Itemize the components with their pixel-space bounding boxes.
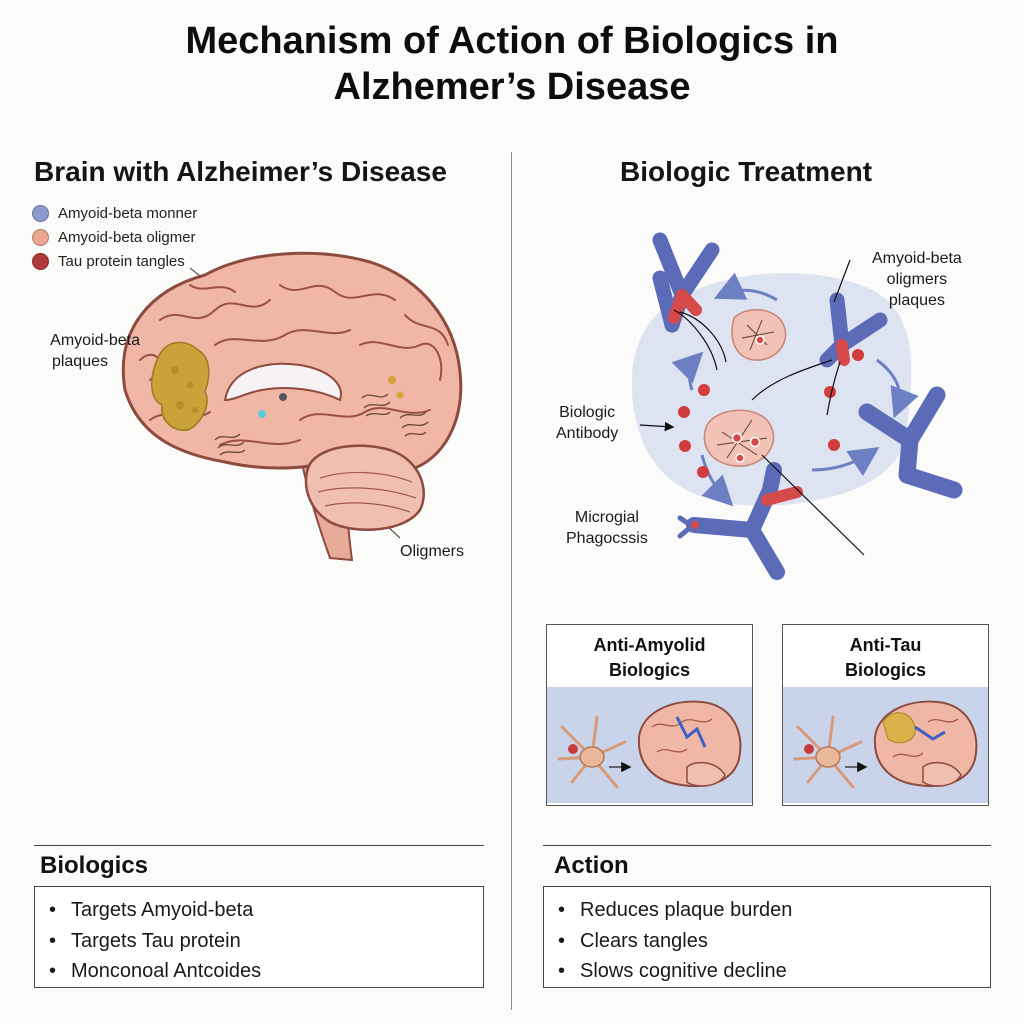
antibody-path-icon (914, 725, 946, 741)
list-item-text: Slows cognitive decline (580, 960, 787, 982)
list-item: • Targets Amyoid-beta (49, 895, 483, 926)
annotation-line: Amyoid-beta (872, 250, 962, 267)
list-item-text: Clears tangles (580, 929, 708, 952)
card-title-line: Biologics (608, 660, 690, 680)
list-item: • Slows cognitive decline (558, 956, 990, 987)
list-item: • Clears tangles (558, 926, 990, 957)
treatment-illustration (631, 232, 963, 580)
flow-arrow (713, 272, 778, 302)
annotation-line: Antibody (556, 425, 619, 442)
list-item: • Reduces plaque burden (558, 895, 990, 926)
neuron-icon (793, 715, 863, 789)
annotation-line: Microgial (574, 509, 639, 526)
card-anti-amyloid: Anti-Amyolid Biologics (546, 624, 753, 806)
top-right-annotation: Amyoid-beta oligmers plaques (872, 248, 962, 311)
right-panel-heading: Biologic Treatment (620, 156, 873, 187)
action-rule (543, 845, 991, 846)
antibody-top-left (652, 232, 720, 333)
legend-label: Tau protein tangles (58, 252, 185, 270)
legend-label: Amyoid-beta monner (58, 204, 198, 222)
list-item-text: Reduces plaque burden (580, 899, 793, 921)
biologics-rule (34, 845, 484, 846)
mini-brain-icon (637, 700, 742, 787)
legend-item-oligomer: Amyoid-beta oligmer (32, 225, 197, 249)
list-item: • Monconoal Antcoides (49, 956, 483, 987)
plaque-icon (882, 712, 916, 744)
bullet-icon: • (49, 899, 57, 921)
action-list: • Reduces plaque burden • Clears tangles •… (543, 886, 991, 988)
card-title-line: Biologics (844, 660, 926, 680)
card-title-line: Anti-Amyolid (593, 635, 706, 655)
bullet-icon: • (558, 929, 566, 952)
card-title: Anti-Tau Biologics (783, 633, 988, 683)
legend-item-monomer: Amyoid-beta monner (32, 201, 197, 225)
antibody-right (858, 386, 963, 499)
oligomer-dot-icon (32, 228, 49, 246)
legend-item-tau: Tau protein tangles (32, 249, 197, 273)
annotation-line: Amyoid-beta (50, 332, 140, 349)
list-item-text: Monconoal Antcoides (71, 960, 262, 982)
biologics-heading: Biologics (40, 852, 149, 879)
antibody-annotation: Biologic Antibody (556, 402, 618, 444)
antibody-top-right (819, 292, 888, 368)
card-anti-tau: Anti-Tau Biologics (782, 624, 989, 806)
title-line: Alzhemer’s Disease (333, 66, 691, 108)
bullet-icon: • (558, 899, 566, 921)
card-title: Anti-Amyolid Biologics (547, 633, 752, 683)
legend-label: Amyoid-beta oligmer (58, 228, 196, 246)
neuron-icon (557, 715, 627, 789)
cyan-marker (258, 410, 266, 418)
brain-illustration (121, 251, 463, 562)
action-heading: Action (554, 852, 629, 879)
antibody-pointer (639, 421, 675, 432)
antibody-bottom (677, 462, 803, 580)
bullet-icon: • (49, 929, 57, 952)
monomer-dot-icon (32, 204, 49, 222)
legend: Amyoid-beta monner Amyoid-beta oligmer T… (32, 201, 197, 273)
annotation-line: Biologic (559, 404, 616, 421)
annotation-line: plaques (51, 353, 108, 370)
flow-arrow (700, 454, 734, 507)
antibody-path-icon (675, 716, 707, 748)
tau-dot-icon (804, 744, 814, 754)
microglia-annotation: Microgial Phagocssis (566, 507, 648, 549)
bullet-icon: • (49, 960, 57, 982)
tau-tangles (214, 393, 429, 456)
tau-dot-icon (32, 252, 49, 270)
list-item: • Targets Tau protein (49, 926, 483, 957)
title-line: Mechanism of Action of Biologics in (185, 20, 839, 62)
corpus-callosum (223, 362, 342, 402)
annotation-line: oligmers (886, 271, 948, 288)
neuron-body-icon (815, 746, 841, 768)
card-scene (547, 687, 752, 803)
biologics-list: • Targets Amyoid-beta • Targets Tau protei… (34, 886, 484, 988)
annotation-line: plaques (888, 292, 945, 309)
annotation-line: Phagocssis (566, 530, 648, 547)
list-item-text: Targets Tau protein (71, 929, 241, 952)
thalamus-dot (279, 393, 287, 401)
neuron-body-icon (579, 746, 605, 768)
list-item-text: Targets Amyoid-beta (71, 899, 254, 921)
flow-arrow (876, 358, 919, 419)
plaques-annotation: Amyoid-beta plaques (30, 330, 140, 372)
oligomers-annotation: Oligmers (400, 543, 465, 560)
card-scene (783, 687, 988, 803)
bullet-icon: • (558, 960, 566, 982)
flow-arrow (811, 447, 880, 477)
tau-dot-icon (568, 744, 578, 754)
card-title-line: Anti-Tau (849, 635, 922, 655)
panel-divider (511, 152, 512, 1010)
left-panel-heading: Brain with Alzheimer’s Disease (34, 156, 447, 187)
flow-arrow (671, 351, 704, 391)
